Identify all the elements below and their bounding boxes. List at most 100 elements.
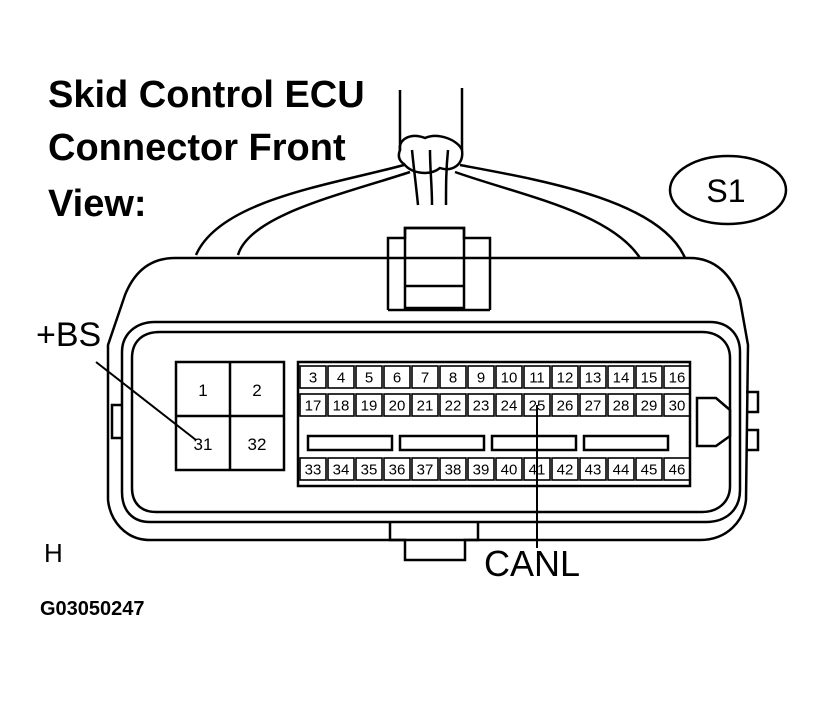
pin-8-number: 8: [449, 369, 457, 386]
pin-25-number: 25: [529, 397, 546, 414]
pin-26-number: 26: [557, 397, 574, 414]
pin-10-number: 10: [501, 369, 518, 386]
pin-4-number: 4: [337, 369, 345, 386]
pin-25-cell: [523, 393, 551, 417]
pin-44-number: 44: [613, 461, 630, 478]
pin-9-cell: [467, 365, 495, 389]
pin-15-cell: [635, 365, 663, 389]
pin-36-number: 36: [389, 461, 406, 478]
divider-slot: [490, 434, 578, 452]
pin-37-cell: [411, 457, 439, 481]
pin-16-number: 16: [669, 369, 686, 386]
pin-22-cell: [439, 393, 467, 417]
connector-code-ellipse: [668, 154, 788, 226]
pin-22-number: 22: [445, 397, 462, 414]
pin-19-number: 19: [361, 397, 378, 414]
pin-37-number: 37: [417, 461, 434, 478]
pin-13-number: 13: [585, 369, 602, 386]
figure-code: G03050247: [40, 598, 145, 620]
pin-43-number: 43: [585, 461, 602, 478]
divider-slot: [582, 434, 670, 452]
pin-7-cell: [411, 365, 439, 389]
right-key: [695, 396, 732, 448]
pin-42-number: 42: [557, 461, 574, 478]
connector-face: [120, 320, 742, 524]
pin-28-number: 28: [613, 397, 630, 414]
pin-24-cell: [495, 393, 523, 417]
pin-7-number: 7: [421, 369, 429, 386]
top-latch: [386, 226, 492, 258]
pin-5-number: 5: [365, 369, 373, 386]
pin-31-number: 31: [194, 435, 213, 454]
pin-1-number: 1: [198, 381, 207, 400]
connector-housing: [106, 256, 750, 542]
pin-18-cell: [327, 393, 355, 417]
pin-44-cell: [607, 457, 635, 481]
pin-23-cell: [467, 393, 495, 417]
pin-3-cell: [299, 365, 327, 389]
signal-pin-block: [296, 360, 692, 488]
pin-21-number: 21: [417, 397, 434, 414]
pin-36-cell: [383, 457, 411, 481]
pin-11-cell: [523, 365, 551, 389]
pin-33-cell: [299, 457, 327, 481]
harness-twist: [397, 134, 464, 175]
pin-20-number: 20: [389, 397, 406, 414]
bs-pin-label: +BS: [36, 316, 102, 354]
pin-43-cell: [579, 457, 607, 481]
pin-29-number: 29: [641, 397, 658, 414]
diagram-title-line-2: Connector Front: [48, 127, 346, 169]
pin-29-cell: [635, 393, 663, 417]
pin-38-cell: [439, 457, 467, 481]
pin-17-cell: [299, 393, 327, 417]
harness-fan-right: [459, 163, 687, 259]
canl-pin-label: CANL: [484, 543, 581, 584]
pin-16-cell: [663, 365, 691, 389]
diagram-title-line-1: Skid Control ECU: [48, 74, 365, 116]
pin-5-cell: [355, 365, 383, 389]
pin-40-number: 40: [501, 461, 518, 478]
left-tab: [110, 403, 122, 440]
pin-23-number: 23: [473, 397, 490, 414]
pin-20-cell: [383, 393, 411, 417]
connector-code-label: S1: [706, 173, 746, 209]
pin-11-number: 11: [529, 369, 545, 386]
pin-41-cell: [523, 457, 551, 481]
pin-40-cell: [495, 457, 523, 481]
right-tab-lower: [746, 428, 760, 452]
pin-27-number: 27: [585, 397, 602, 414]
pin-6-number: 6: [393, 369, 401, 386]
pin-41-number: 41: [529, 461, 546, 478]
pin-46-number: 46: [669, 461, 686, 478]
pin-14-number: 14: [613, 369, 630, 386]
pin-38-number: 38: [445, 461, 462, 478]
pin-15-number: 15: [641, 369, 658, 386]
pin-6-cell: [383, 365, 411, 389]
pin-12-cell: [551, 365, 579, 389]
pin-30-cell: [663, 393, 691, 417]
pin-46-cell: [663, 457, 691, 481]
pin-9-number: 9: [477, 369, 485, 386]
corner-letter: H: [44, 538, 63, 568]
pin-35-cell: [355, 457, 383, 481]
pin-34-number: 34: [333, 461, 350, 478]
pin-27-cell: [579, 393, 607, 417]
pin-42-cell: [551, 457, 579, 481]
pin-34-cell: [327, 457, 355, 481]
pin-45-number: 45: [641, 461, 658, 478]
pin-32-number: 32: [248, 435, 267, 454]
pin-13-cell: [579, 365, 607, 389]
pin-19-cell: [355, 393, 383, 417]
pin-3-number: 3: [309, 369, 317, 386]
pin-8-cell: [439, 365, 467, 389]
harness-fan-left: [194, 163, 405, 256]
pin-12-number: 12: [557, 369, 574, 386]
bottom-latch: [388, 522, 480, 562]
diagram-title-line-3: View:: [48, 183, 147, 225]
pin-21-cell: [411, 393, 439, 417]
pin-17-number: 17: [305, 397, 322, 414]
pin-33-number: 33: [305, 461, 322, 478]
pin-39-number: 39: [473, 461, 490, 478]
